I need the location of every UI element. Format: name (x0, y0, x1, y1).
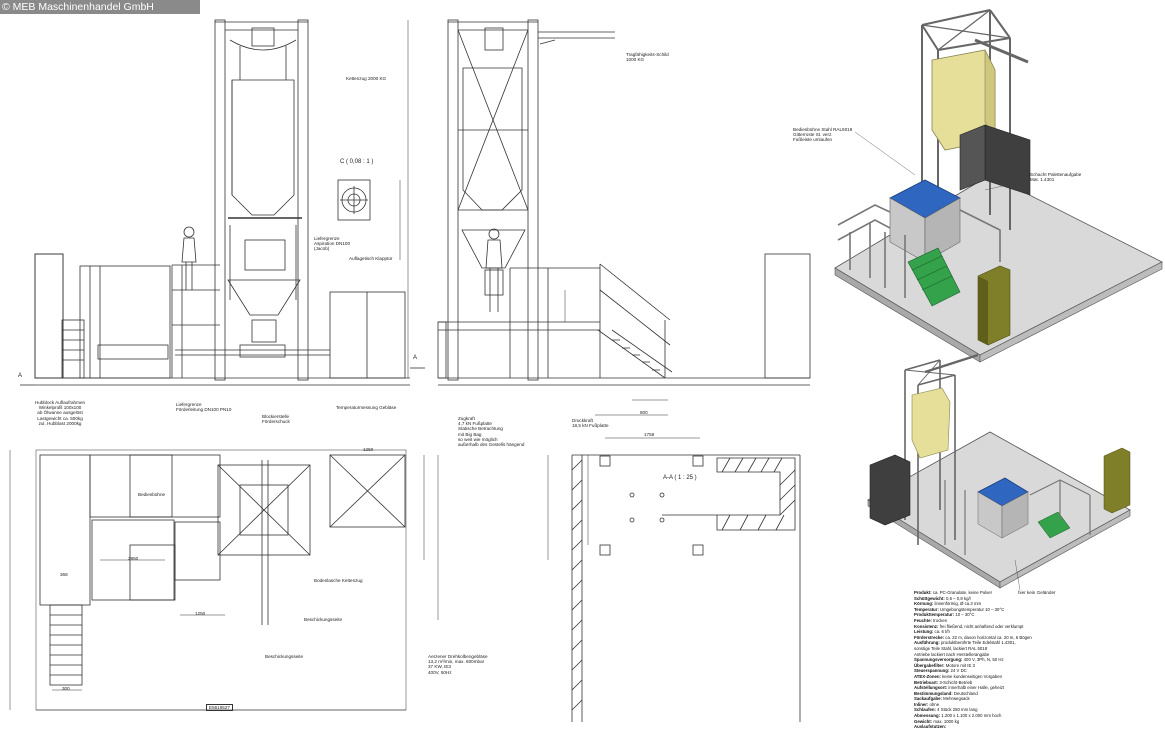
dimension-value: 300 (62, 686, 70, 691)
label-hubblock: Hubblock Auflaufrahmen Winkelprofil 100x… (35, 400, 86, 426)
spec-row: Übergabefilter: Motore mit IE 3 (914, 662, 975, 668)
plan-view (9, 449, 439, 711)
spec-row: Schlaufen: 4 Stück 250 mm lang (914, 707, 978, 713)
spec-row: Betriebsart: 3-Schicht-Betrieb (914, 679, 973, 685)
label-temperatur: Temperaturmessung Gebläse (336, 405, 397, 410)
spec-row: Bestimmungsland: Deutschland (914, 690, 978, 696)
spec-row: Inliner: ohne (914, 701, 940, 707)
section-a-left: A (18, 373, 23, 379)
spec-row: Abmessung: 1.200 x 1.100 x 2.000 mm hoch (914, 713, 1002, 719)
spec-row: Förderstrecke: ca. 22 m, davon horizonta… (914, 634, 1032, 640)
spec-row: ATEX-Zonen: keine kundenseitigen Vorgabe… (914, 673, 1003, 679)
label-detail-c: C ( 0,08 : 1 ) (340, 159, 374, 165)
dimension-value: 368 (60, 572, 68, 577)
spec-row: Feuchte: trocken (914, 617, 948, 623)
spec-row: Produkt: ca. PC-Granulate, keine Pulver (914, 590, 993, 595)
dimension-tag: E5616527 (206, 704, 233, 712)
spec-row: Temperatur: Umgebungstemperatur 10 – 30°… (914, 606, 1005, 612)
spec-row: Konsistenz: frei fließend, nicht anhafte… (914, 623, 1024, 629)
label-beschickungsseite-2: Beschickungsseite (265, 654, 304, 659)
label-bedienbuehne-3d: Bedienbühne Stahl RAL5018 Gitterroste St… (793, 127, 853, 143)
dimension-value: 1250 (363, 447, 374, 452)
label-bedienbuehne: Bedienbühne (138, 492, 166, 497)
spec-row: Steuerspannung: 24 V DC (914, 668, 967, 674)
label-druckkraft: Druckkraft 18,5 kN Fußplatte (572, 418, 609, 429)
spec-row: Leistung: ca. 6 t/h (914, 629, 950, 635)
specification-list: Produkt: ca. PC-Granulate, keine Pulver … (914, 590, 1064, 730)
spec-row: Sackaufgabe: Mehrwegsack (914, 696, 970, 702)
spec-row: Gewicht: max. 1000 kg (914, 718, 960, 724)
label-zugkraft: Zugkraft 4,7 kN Fußplatte Statische Betr… (458, 416, 525, 448)
label-kettenzug: Kettenzug 2000 KG (346, 76, 387, 81)
spec-row: Produkttemperatur: 10 – 30°C (914, 612, 975, 618)
spec-row: Aufstellungsort: innerhalb einer Halle, … (914, 685, 1005, 691)
label-section-aa: A-A ( 1 : 25 ) (663, 475, 697, 481)
label-blockierstelle: Blockierstelle Förderschuck (262, 414, 290, 425)
front-elevation-view (20, 19, 425, 386)
isometric-view-small (867, 353, 1131, 591)
spec-row: Auslaufstutzen: (914, 724, 947, 730)
label-liefergrenze: Liefergrenze Aspiration DN100 (Jacob) (314, 236, 351, 252)
label-liefergrenze-foerder: Liefergrenze Förderleitung DN100 PN10 (176, 402, 232, 413)
spec-row: Spannungsversorgung: 400 V, 3Ph, N, 50 H… (914, 657, 1004, 663)
spec-row: Körnung: linsenförmig, Ø ca.3 mm (914, 601, 982, 607)
isometric-view-large (834, 9, 1163, 363)
spec-row: Schüttgewicht: 0,6 – 0,8 kg/l (914, 595, 971, 601)
dimension-value: 2950 (128, 556, 139, 561)
side-elevation-view (437, 19, 700, 416)
spec-row: Ausführung: produktberührte Teile Edelst… (914, 640, 1016, 646)
label-schacht: Schacht Palettenaufgabe Mat. 1.4301 (1030, 172, 1082, 183)
label-gelaender: hier kein Geländer (1018, 590, 1056, 595)
spec-row: Antriebe lackiert nach Herstellerangabe (914, 651, 990, 657)
detail-c-view (337, 179, 371, 221)
dimension-value: 800 (640, 410, 648, 415)
label-auflagetisch: Auflagetisch Klapptür (349, 256, 393, 261)
section-a-right: A (413, 355, 418, 361)
dimension-value: 1758 (644, 432, 655, 437)
label-beschickungsseite-1: Beschickungsseite (304, 617, 343, 622)
dimension-value: 1250 (195, 611, 206, 616)
label-bodenlasche: Bodenlasche Kettenzug (314, 578, 363, 583)
watermark: © MEB Maschinenhandel GmbH (0, 0, 200, 14)
section-aa-view (547, 437, 801, 722)
spec-row: sonstige Teile Stahl, lackiert RAL 5018 (914, 645, 988, 651)
label-tragfaehigkeit: Tragfähigkeits-Schild 1000 KG (626, 52, 669, 63)
label-aerzener: Aerzener Drehkolbengebläse 13,2 m³/min, … (428, 654, 488, 675)
